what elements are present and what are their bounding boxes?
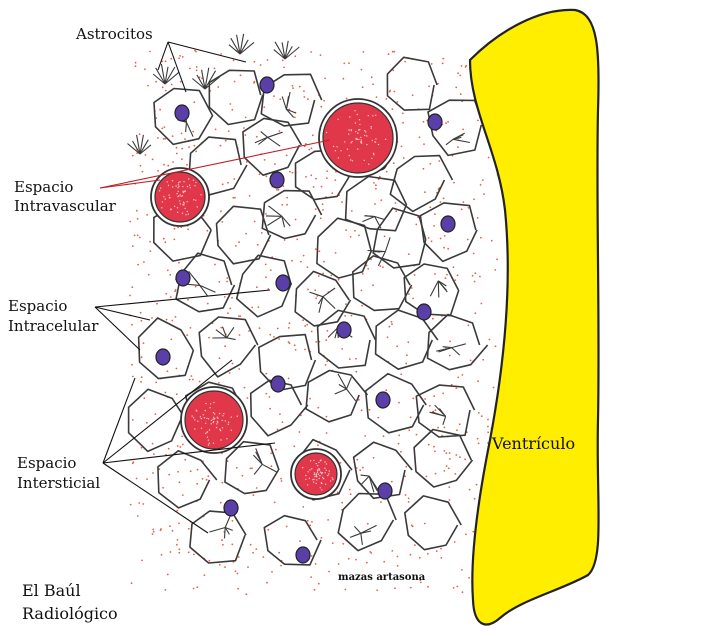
blood-vessels [150,98,398,500]
label-intersticial-line1: Espacio [17,454,77,472]
label-intersticial-line2: Intersticial [17,474,101,492]
label-intravascular-line2: Intravascular [14,197,116,215]
interstitial-dots [129,49,501,596]
label-astrocitos: Astrocitos [76,25,153,43]
leader-lines [94,41,331,534]
credit-line2: Radiológico [22,604,118,623]
credit-line1: El Baúl [22,581,81,600]
label-intracelular-line1: Espacio [8,297,68,315]
artist-signature: mazas artasona [338,572,426,583]
label-intravascular-line1: Espacio [14,178,74,196]
label-intracelular-line2: Intracelular [8,317,99,335]
label-ventriculo: Ventrículo [492,434,576,453]
ventricle-shape [468,8,600,626]
